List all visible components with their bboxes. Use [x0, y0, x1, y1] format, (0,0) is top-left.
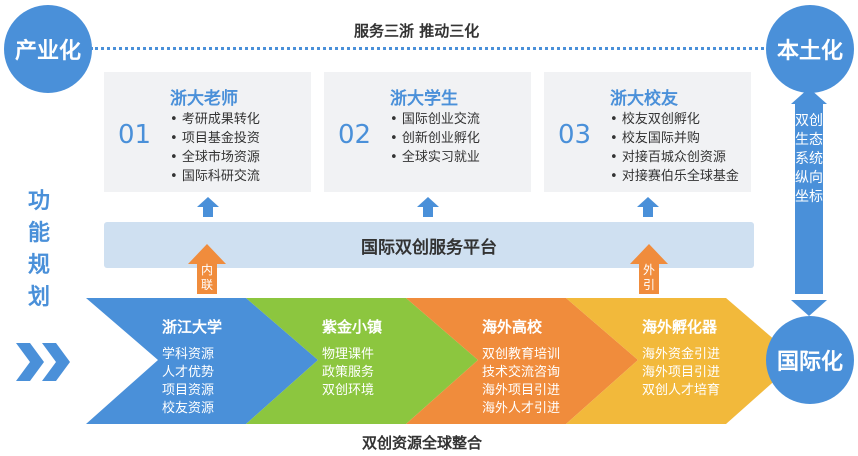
industrialize-circle: 产业化	[4, 5, 92, 93]
list-item: 国际创业交流	[390, 110, 480, 129]
card-number: 02	[338, 120, 372, 150]
card-title: 浙大校友	[610, 89, 678, 109]
chevrons-icon	[16, 343, 44, 381]
segment-item: 双创人才培育	[642, 383, 721, 398]
segment-overseas-univ-text: 海外高校 双创教育培训 技术交流咨询 海外项目引进 海外人才引进	[482, 318, 560, 418]
inner-link-label: 内 联	[197, 263, 217, 293]
segment-item: 双创环境	[322, 383, 375, 398]
segment-item: 技术交流咨询	[482, 365, 561, 380]
segment-title: 海外孵化器	[642, 318, 718, 336]
card-number: 03	[558, 120, 592, 150]
header-title: 服务三浙 推动三化	[354, 22, 480, 40]
vertical-axis-bar: 双创生态系统纵向坐标	[795, 104, 823, 294]
list-item: 国际科研交流	[170, 167, 260, 186]
list-item: 校友国际并购	[610, 129, 739, 148]
up-arrow-stem	[643, 207, 653, 217]
side-label-char: 划	[27, 285, 50, 310]
card-title: 浙大老师	[170, 89, 238, 109]
outer-intro-label: 外 引	[639, 263, 659, 293]
card-list: 校友双创孵化 校友国际并购 对接百城众创资源 对接赛伯乐全球基金	[610, 110, 739, 186]
card-list: 考研成果转化 项目基金投资 全球市场资源 国际科研交流	[170, 110, 260, 186]
dotted-connector	[90, 47, 770, 50]
side-label-char: 规	[27, 253, 50, 278]
segment-title: 海外高校	[482, 318, 543, 336]
card-number: 01	[118, 120, 152, 150]
segment-title: 紫金小镇	[322, 318, 383, 336]
chevrons-icon	[42, 343, 70, 381]
outer-intro-arrow-icon	[630, 244, 668, 294]
segment-item: 双创教育培训	[482, 347, 561, 362]
list-item: 创新创业孵化	[390, 129, 480, 148]
segment-item: 学科资源	[162, 347, 215, 362]
card-alumni: 浙大校友 03 校友双创孵化 校友国际并购 对接百城众创资源 对接赛伯乐全球基金	[544, 72, 751, 192]
side-label-char: 功	[27, 189, 50, 214]
segment-zju	[86, 298, 318, 424]
card-list: 国际创业交流 创新创业孵化 全球实习就业	[390, 110, 480, 167]
segment-zijin-text: 紫金小镇 物理课件 政策服务 双创环境	[322, 318, 382, 400]
localize-circle: 本土化	[766, 5, 854, 93]
up-arrow-stem	[423, 207, 433, 217]
segment-item: 海外项目引进	[642, 365, 721, 380]
internationalize-circle: 国际化	[766, 316, 854, 404]
segment-overseas-incubator-text: 海外孵化器 海外资金引进 海外项目引进 双创人才培育	[642, 318, 720, 400]
up-arrow-stem	[203, 207, 213, 217]
card-teachers: 浙大老师 01 考研成果转化 项目基金投资 全球市场资源 国际科研交流	[104, 72, 311, 192]
function-plan-label: 功 能 规 划	[26, 186, 52, 314]
segment-item: 项目资源	[162, 383, 215, 398]
segment-zju-text: 浙江大学 学科资源 人才优势 项目资源 校友资源	[162, 318, 222, 418]
arrow-label-char: 联	[200, 278, 213, 292]
list-item: 对接百城众创资源	[610, 148, 739, 167]
segment-item: 海外资金引进	[642, 347, 721, 362]
side-label-char: 能	[27, 221, 50, 246]
segment-item: 政策服务	[322, 365, 375, 380]
up-arrow-icon	[417, 197, 439, 207]
segment-item: 人才优势	[162, 365, 215, 380]
segment-title: 浙江大学	[162, 318, 223, 336]
arrow-label-char: 外	[642, 263, 655, 277]
up-arrow-icon	[197, 197, 219, 207]
card-title: 浙大学生	[390, 89, 458, 109]
arrow-label-char: 内	[200, 263, 213, 277]
arrow-label-char: 引	[642, 278, 655, 292]
segment-item: 校友资源	[162, 401, 215, 416]
up-arrow-icon	[637, 197, 659, 207]
list-item: 全球市场资源	[170, 148, 260, 167]
inner-link-arrow-icon	[188, 244, 226, 294]
list-item: 对接赛伯乐全球基金	[610, 167, 739, 186]
list-item: 校友双创孵化	[610, 110, 739, 129]
card-students: 浙大学生 02 国际创业交流 创新创业孵化 全球实习就业	[324, 72, 531, 192]
list-item: 项目基金投资	[170, 129, 260, 148]
segment-item: 海外项目引进	[482, 383, 561, 398]
footer-title: 双创资源全球整合	[362, 434, 483, 452]
list-item: 考研成果转化	[170, 110, 260, 129]
list-item: 全球实习就业	[390, 148, 480, 167]
segment-item: 物理课件	[322, 347, 375, 362]
segment-item: 海外人才引进	[482, 401, 561, 416]
segment-overseas-univ	[406, 298, 638, 424]
segment-overseas-incubator	[566, 298, 798, 424]
segment-zijin	[246, 298, 478, 424]
vertical-double-arrow-icon	[791, 88, 827, 316]
